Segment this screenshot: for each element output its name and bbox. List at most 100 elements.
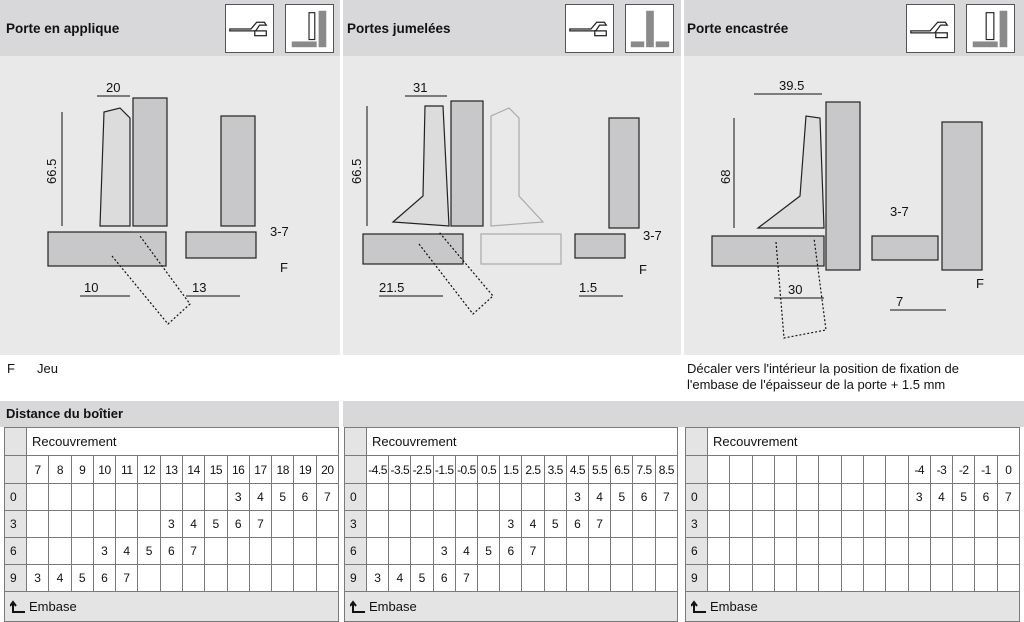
row-header: 0 bbox=[685, 483, 708, 511]
table-cell: 5 bbox=[70, 564, 94, 592]
table-cell bbox=[25, 510, 50, 538]
table-cell bbox=[729, 564, 753, 592]
table-cell bbox=[181, 483, 206, 511]
column-header: 17 bbox=[248, 455, 273, 484]
column-header: 7 bbox=[25, 455, 50, 484]
table-cell bbox=[610, 510, 634, 538]
hinge-ghost bbox=[490, 107, 545, 227]
table-cell bbox=[365, 510, 390, 538]
table-cell: 7 bbox=[248, 510, 273, 538]
table-cell bbox=[543, 537, 567, 565]
table-cell bbox=[477, 564, 501, 592]
table-cell bbox=[654, 510, 679, 538]
dim-gap: 3-7 bbox=[270, 224, 289, 239]
cabinet-overlay-icon bbox=[285, 4, 334, 53]
table-cell bbox=[204, 537, 228, 565]
panel-porte-en-applique: Porte en applique 20 66.5 3-7 F 10 13 bbox=[0, 0, 340, 355]
column-header: 18 bbox=[271, 455, 295, 484]
table-cell bbox=[907, 537, 931, 565]
column-header bbox=[862, 455, 887, 484]
section-header-fill bbox=[343, 401, 1024, 427]
row-header: 9 bbox=[344, 564, 367, 592]
table-cell bbox=[432, 510, 456, 538]
dim-f: F bbox=[976, 276, 984, 291]
table-cell bbox=[115, 483, 139, 511]
dim-f: F bbox=[280, 260, 288, 275]
dim-top: 39.5 bbox=[779, 78, 804, 93]
table-cell bbox=[226, 537, 250, 565]
row-header: 6 bbox=[344, 537, 367, 565]
table-cell bbox=[388, 483, 412, 511]
table-cell bbox=[271, 564, 295, 592]
table-cell: 5 bbox=[271, 483, 295, 511]
table-cell: 6 bbox=[565, 510, 590, 538]
door-panel bbox=[362, 233, 464, 265]
drawing-porte-encastree: 39.5 68 3-7 F 30 7 bbox=[711, 78, 984, 339]
door-panel-2 bbox=[574, 233, 626, 259]
footer-label: Embase bbox=[29, 598, 77, 614]
row-header: 6 bbox=[685, 537, 708, 565]
column-header: 14 bbox=[181, 455, 206, 484]
column-header: 2.5 bbox=[521, 455, 545, 484]
table-cell: 3 bbox=[565, 483, 590, 511]
table-cell: 6 bbox=[92, 564, 117, 592]
door-panel-2 bbox=[871, 235, 939, 261]
table-cell bbox=[137, 564, 161, 592]
table-cell bbox=[70, 510, 94, 538]
table-cell bbox=[796, 510, 820, 538]
table-cell: 4 bbox=[521, 510, 545, 538]
table-cell: 5 bbox=[543, 510, 567, 538]
column-header: -1 bbox=[974, 455, 998, 484]
table-cell: 3 bbox=[432, 537, 456, 565]
table-cell: 4 bbox=[388, 564, 412, 592]
table-row: 6 bbox=[685, 537, 1021, 565]
table-cell: 5 bbox=[610, 483, 634, 511]
table-cell: 7 bbox=[521, 537, 545, 565]
table-cell bbox=[92, 483, 117, 511]
door-panel-2 bbox=[185, 231, 257, 259]
column-header: 0 bbox=[996, 455, 1021, 484]
table-cell: 7 bbox=[181, 537, 206, 565]
column-header: 8 bbox=[48, 455, 72, 484]
column-header: 6.5 bbox=[610, 455, 634, 484]
table-cell bbox=[70, 483, 94, 511]
table-cell bbox=[477, 510, 501, 538]
cabinet-side-panel bbox=[450, 100, 484, 227]
row-header: 3 bbox=[685, 510, 708, 538]
dim-height: 66.5 bbox=[349, 159, 364, 184]
table-cell bbox=[885, 564, 909, 592]
column-header bbox=[751, 455, 775, 484]
section-header: Distance du boîtier bbox=[0, 401, 339, 427]
cabinet-inset-icon bbox=[966, 4, 1015, 53]
table-cell bbox=[654, 537, 679, 565]
table-cell: 4 bbox=[248, 483, 273, 511]
section-title: Distance du boîtier bbox=[6, 406, 124, 421]
table-cell bbox=[388, 510, 412, 538]
table-cell bbox=[974, 510, 998, 538]
column-header: -1.5 bbox=[432, 455, 456, 484]
dim-top: 31 bbox=[413, 80, 427, 95]
table-cell bbox=[840, 510, 864, 538]
table-cell bbox=[454, 510, 479, 538]
table-cell: 5 bbox=[137, 537, 161, 565]
table-footer: Embase bbox=[685, 591, 1020, 622]
table-cell bbox=[48, 537, 72, 565]
table-cell bbox=[137, 483, 161, 511]
table-cell bbox=[996, 537, 1021, 565]
table-cell bbox=[929, 510, 954, 538]
table-cell: 5 bbox=[410, 564, 434, 592]
table-cell bbox=[248, 564, 273, 592]
table-cell bbox=[862, 510, 887, 538]
table-cell bbox=[818, 564, 842, 592]
table-cell: 6 bbox=[974, 483, 998, 511]
column-header bbox=[773, 455, 798, 484]
dim-height: 68 bbox=[718, 170, 733, 184]
table-cell bbox=[565, 564, 590, 592]
table-cell: 5 bbox=[477, 537, 501, 565]
table-cell bbox=[92, 510, 117, 538]
table-cell bbox=[751, 564, 775, 592]
